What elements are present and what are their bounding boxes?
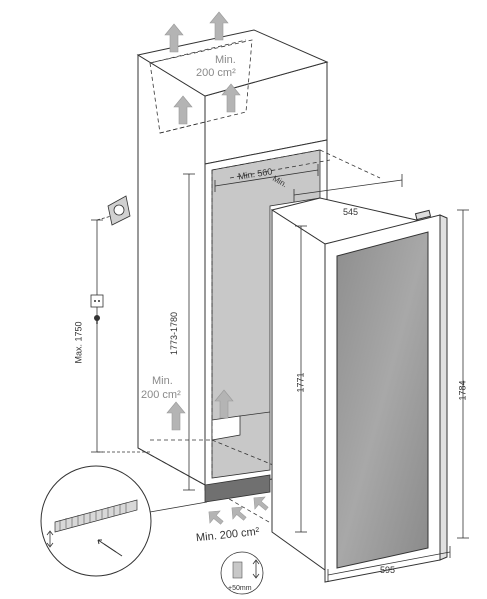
plug-icon [90,294,104,324]
magnifier-detail-icon [40,465,208,577]
plinth-grille [204,474,271,503]
arrow-up-icon [203,505,228,530]
appliance-body [270,197,448,583]
socket-height-label: Max. 1750 [73,320,84,364]
adjust-arrow-icon [220,551,264,595]
dimension-lines [91,164,469,582]
niche-interior [211,149,321,479]
top-vent-min-label: Min. [215,54,236,66]
door-height-label: 1784 [457,379,468,401]
top-vent-area-label: 200 cm² [196,67,236,79]
plinth-offset-label: +50mm [228,585,252,592]
niche-height-label: 1773-1780 [168,311,179,355]
arrow-up-icon [248,491,273,516]
door-glass [336,231,429,569]
appliance-width-label: 595 [380,565,396,575]
dashed-guides [137,39,381,541]
appliance-depth-label: 545 [343,207,359,217]
mid-vent-min-label: Min. [152,375,173,387]
mid-vent-area-label: 200 cm² [141,389,181,401]
arrow-up-icon [226,501,251,526]
body-height-label: 1771 [295,371,306,393]
socket-icon [107,195,131,226]
